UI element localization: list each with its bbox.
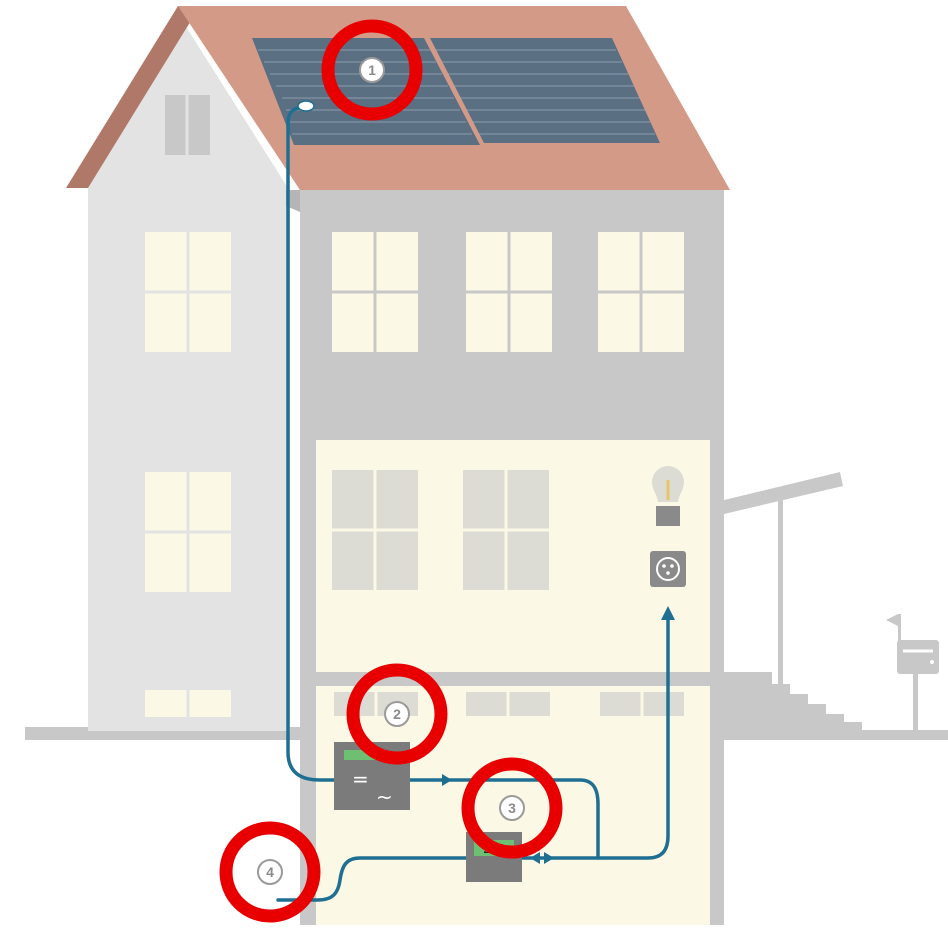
side-window-middle xyxy=(145,472,231,592)
main-window-1 xyxy=(332,232,418,352)
marker-3[interactable]: 3 xyxy=(461,757,563,859)
marker-3-label: 3 xyxy=(508,800,516,816)
cable-connector xyxy=(297,100,315,112)
inverter-dc-symbol: = xyxy=(352,767,369,791)
solar-panel-left xyxy=(252,38,480,145)
arrow-left-icon xyxy=(530,852,540,864)
porch-canopy xyxy=(724,472,843,730)
cable-inverter-to-meter xyxy=(408,778,600,860)
solar-panels xyxy=(252,38,660,145)
power-socket-icon xyxy=(650,551,686,587)
arrow-right-icon xyxy=(442,774,452,786)
cable-meter-to-socket xyxy=(520,618,670,860)
side-window-lower xyxy=(145,690,231,717)
main-window-2 xyxy=(466,232,552,352)
side-roof-edge xyxy=(66,6,200,188)
marker-4-label: 4 xyxy=(266,864,274,880)
ground-right xyxy=(712,730,948,740)
solar-panel-right xyxy=(430,38,660,143)
main-window-3 xyxy=(598,232,684,352)
side-window-upper xyxy=(145,232,231,352)
inverter-ac-symbol: ~ xyxy=(376,785,393,809)
cable-panel-to-inverter xyxy=(286,106,336,782)
marker-4[interactable]: 4 xyxy=(219,821,321,923)
interior-window-1 xyxy=(332,470,418,590)
arrow-up-icon xyxy=(661,606,675,620)
cable-grid-to-meter xyxy=(276,856,468,902)
interior-window-2 xyxy=(463,470,549,590)
marker-1-label: 1 xyxy=(368,62,376,78)
light-bulb-icon xyxy=(652,466,684,526)
marker-2-label: 2 xyxy=(393,706,401,722)
stairs xyxy=(712,672,862,730)
marker-2[interactable]: 2 xyxy=(346,663,448,765)
arrow-right-icon-2 xyxy=(544,852,554,864)
marker-1[interactable]: 1 xyxy=(321,19,423,121)
mailbox-icon xyxy=(897,640,939,732)
cables xyxy=(276,106,670,902)
flag-icon xyxy=(886,614,901,642)
